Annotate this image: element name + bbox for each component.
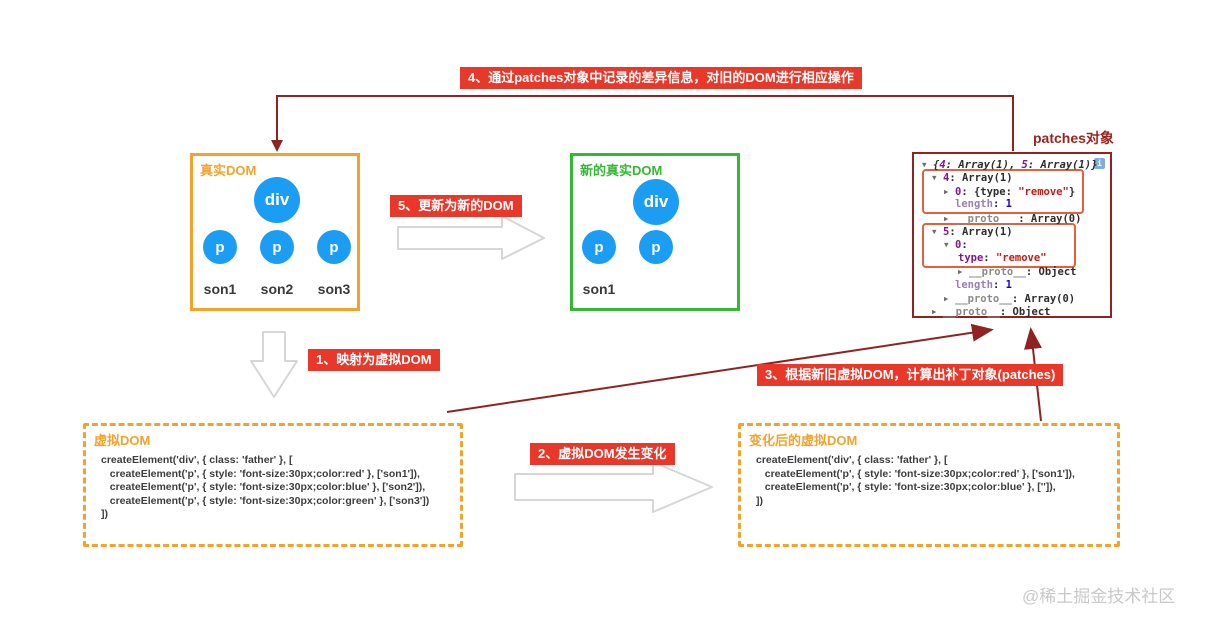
- dom-node-div: div: [254, 177, 300, 223]
- watermark: @稀土掘金技术社区: [1022, 587, 1176, 606]
- virtual-dom-title: 虚拟DOM: [94, 433, 151, 448]
- real-dom-title: 真实DOM: [200, 163, 257, 178]
- console-line-item0-proto: ▶__proto__: Object: [958, 266, 1077, 279]
- step1-label: 1、映射为虚拟DOM: [308, 349, 440, 371]
- console-line-root-proto: ▶__proto__: Object: [932, 306, 1051, 319]
- dom-node-p: p: [582, 230, 616, 264]
- highlight-box-array4: [922, 169, 1084, 214]
- virtual-dom-box: 虚拟DOM createElement('div', { class: 'fat…: [83, 423, 463, 547]
- console-line-array5: ▼5: Array(1): [932, 225, 1013, 238]
- step2-label: 2、虚拟DOM发生变化: [530, 443, 675, 465]
- changed-virtual-dom-box: 变化后的虚拟DOM createElement('div', { class: …: [738, 423, 1120, 547]
- node-caption: son1: [203, 281, 237, 297]
- console-line-array4-proto: ▶__proto__ : Array(0): [944, 212, 1082, 225]
- dom-node-div: div: [633, 179, 679, 225]
- step5-label: 5、更新为新的DOM: [390, 195, 522, 217]
- console-line-array4-item0: ▶0: {type: "remove"}: [944, 185, 1076, 198]
- new-real-dom-title: 新的真实DOM: [580, 163, 663, 178]
- console-line-array4-length: length: 1: [955, 198, 1012, 211]
- expand-arrow-icon[interactable]: ▼: [922, 160, 927, 169]
- expand-arrow-icon[interactable]: ▶: [958, 267, 963, 277]
- console-root-preview: ▼{4: Array(1), 5: Array(1)}: [922, 159, 1098, 171]
- expand-arrow-icon[interactable]: ▶: [944, 186, 949, 196]
- expand-arrow-icon[interactable]: ▶: [944, 213, 949, 223]
- expand-arrow-icon[interactable]: ▶: [944, 293, 949, 303]
- node-caption: son1: [582, 281, 616, 297]
- expand-arrow-icon[interactable]: ▼: [932, 226, 937, 236]
- step4-label: 4、通过patches对象中记录的差异信息，对旧的DOM进行相应操作: [460, 67, 862, 89]
- node-caption: son3: [317, 281, 351, 297]
- step1-hollow-arrow-icon: [250, 331, 298, 398]
- virtual-dom-code: createElement('div', { class: 'father' }…: [101, 454, 430, 520]
- expand-arrow-icon[interactable]: ▼: [944, 240, 949, 250]
- dom-node-p: p: [260, 230, 294, 264]
- console-line-array5-item0: ▼0:: [944, 239, 968, 252]
- new-real-dom-box: 新的真实DOM div p p son1: [570, 153, 740, 311]
- step2-hollow-arrow-icon: [514, 461, 713, 513]
- info-icon: i: [1094, 158, 1105, 169]
- step4-connector-line: [276, 95, 1014, 151]
- dom-node-p: p: [639, 230, 673, 264]
- dom-node-p: p: [203, 230, 237, 264]
- node-caption: son2: [260, 281, 294, 297]
- expand-arrow-icon[interactable]: ▶: [932, 307, 937, 317]
- patches-console-panel: i ▼{4: Array(1), 5: Array(1)} ▼4: Array(…: [912, 152, 1112, 318]
- console-line-array5-proto: ▶__proto__: Array(0): [944, 292, 1076, 305]
- console-line-item0-type: type: "remove": [958, 251, 1047, 264]
- step4-arrowhead-icon: [271, 140, 283, 152]
- changed-virtual-dom-code: createElement('div', { class: 'father' }…: [756, 454, 1075, 507]
- step3-arrow-from-vdom: [446, 323, 994, 413]
- real-dom-box: 真实DOM div p p p son1 son2 son3: [190, 153, 360, 311]
- patches-object-title: patches对象: [1033, 130, 1114, 146]
- console-line-array4: ▼4: Array(1): [932, 172, 1013, 185]
- dom-node-p: p: [317, 230, 351, 264]
- expand-arrow-icon[interactable]: ▼: [932, 173, 937, 183]
- changed-virtual-dom-title: 变化后的虚拟DOM: [749, 433, 858, 448]
- highlight-box-array5: [922, 223, 1076, 268]
- step3-label: 3、根据新旧虚拟DOM，计算出补丁对象(patches): [757, 364, 1064, 386]
- console-line-array5-length: length: 1: [955, 278, 1012, 291]
- step5-hollow-arrow-icon: [397, 215, 545, 260]
